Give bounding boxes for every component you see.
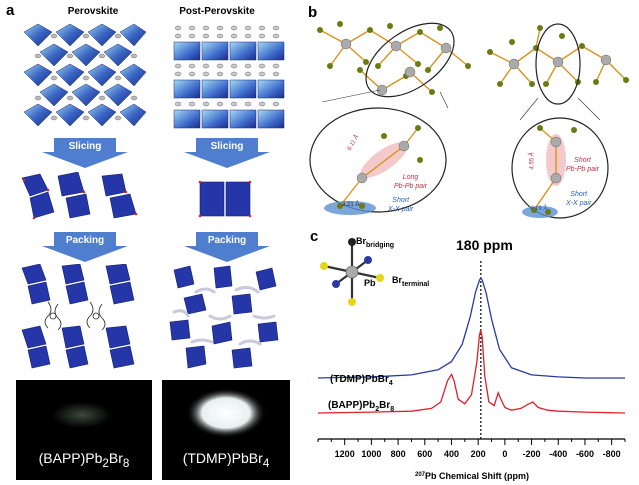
packing-label-right: Packing <box>207 235 247 246</box>
b-left-long-pair: Pb-Pb pair <box>394 183 428 190</box>
br-bridging-label: Brbridging <box>356 236 395 249</box>
panel-label-a: a <box>6 2 15 19</box>
nmr-spectrum-chart: 1200 1000 800 600 400 200 0 -200 -400 -600 -800 20… <box>317 261 626 481</box>
series-tdmp-line <box>317 276 625 379</box>
b-left-long-word: Long <box>402 174 419 181</box>
b-left-long-pair-label: Long Pb-Pb pair <box>394 173 427 191</box>
br-terminal-label: Brterminal <box>392 275 430 288</box>
post-perovskite-lattice-image <box>173 25 285 129</box>
x-tick-label: 600 <box>417 449 432 459</box>
packing-arrow-left-icon <box>42 232 128 262</box>
post-perovskite-title: Post-Perovskite <box>179 6 255 17</box>
b-right-long-distance: 4.55 Å <box>529 152 536 170</box>
tdmp-sample-photo: (TDMP)PbBr4 <box>162 380 290 480</box>
perovskite-lattice-image <box>18 22 148 134</box>
x-tick-label: 0 <box>502 449 507 459</box>
slicing-label-right: Slicing <box>210 141 244 152</box>
left-chain-structure <box>319 29 469 93</box>
b-left-short-pair: X-X pair <box>388 206 414 213</box>
peak-annotation-label: 180 ppm <box>456 237 513 253</box>
x-tick-label: 400 <box>444 449 459 459</box>
x-tick-label: -600 <box>576 449 594 459</box>
slicing-arrow-right-icon <box>184 138 270 168</box>
tdmp-photo-label: (TDMP)PbBr4 <box>182 450 270 470</box>
packing-label-left: Packing <box>65 235 105 246</box>
left-pb-atoms <box>340 38 452 96</box>
slicing-arrow-left-icon <box>42 138 128 168</box>
b-right-long-pair-label: Short Pb-Pb pair <box>566 156 599 174</box>
x-tick-label: -400 <box>549 449 567 459</box>
b-right-short-distance: 4.19 Å <box>530 206 548 212</box>
panel-label-b: b <box>308 4 318 21</box>
series-tdmp-label: (TDMP)PbBr4 <box>330 374 393 387</box>
x-tick-label: 800 <box>391 449 406 459</box>
packing-arrow-right-icon <box>184 232 270 262</box>
b-left-short-distance: 3.21 Å <box>342 202 360 208</box>
b-left-short-pair-label: Short X-X pair <box>388 196 413 214</box>
bapp-powder-image <box>52 402 112 428</box>
perovskite-slice-image <box>21 172 138 220</box>
x-tick-label: 200 <box>471 449 486 459</box>
b-right-short-pair-label: Short X-X pair <box>566 190 591 208</box>
b-left-short-word: Short <box>392 197 410 204</box>
series-bapp-line <box>317 330 626 414</box>
series-bapp-label: (BAPP)Pb2Br8 <box>328 400 395 413</box>
pb-atom-label: Pb <box>364 278 376 288</box>
b-right-short-word: Short <box>570 191 588 198</box>
x-axis-label: 207Pb Chemical Shift (ppm) <box>415 471 529 481</box>
x-axis-ticks: 1200 1000 800 600 400 200 0 -200 -400 -600 -800 <box>317 439 626 459</box>
panel-label-c: c <box>310 228 319 245</box>
perovskite-title: Perovskite <box>67 6 119 17</box>
x-tick-label: -800 <box>603 449 621 459</box>
left-x-atoms <box>317 21 471 95</box>
post-perovskite-slice-image <box>198 180 252 218</box>
bapp-photo-label: (BAPP)Pb2Br8 <box>38 450 130 470</box>
x-tick-label: -200 <box>523 449 541 459</box>
x-tick-label: 1200 <box>335 449 355 459</box>
panel-b-structures <box>309 21 629 219</box>
bapp-sample-photo: (BAPP)Pb2Br8 <box>16 380 152 480</box>
x-tick-label: 1000 <box>361 449 381 459</box>
b-right-long-word: Short <box>574 157 591 164</box>
bapp-packed-structure-image <box>21 264 135 369</box>
pb-coordination-structure <box>320 238 384 306</box>
b-right-long-pair: Pb-Pb pair <box>566 166 600 173</box>
tdmp-powder-image <box>186 388 266 438</box>
b-right-short-pair: X-X pair <box>566 200 592 207</box>
slicing-label-left: Slicing <box>68 141 102 152</box>
tdmp-packed-structure-image <box>169 265 279 369</box>
